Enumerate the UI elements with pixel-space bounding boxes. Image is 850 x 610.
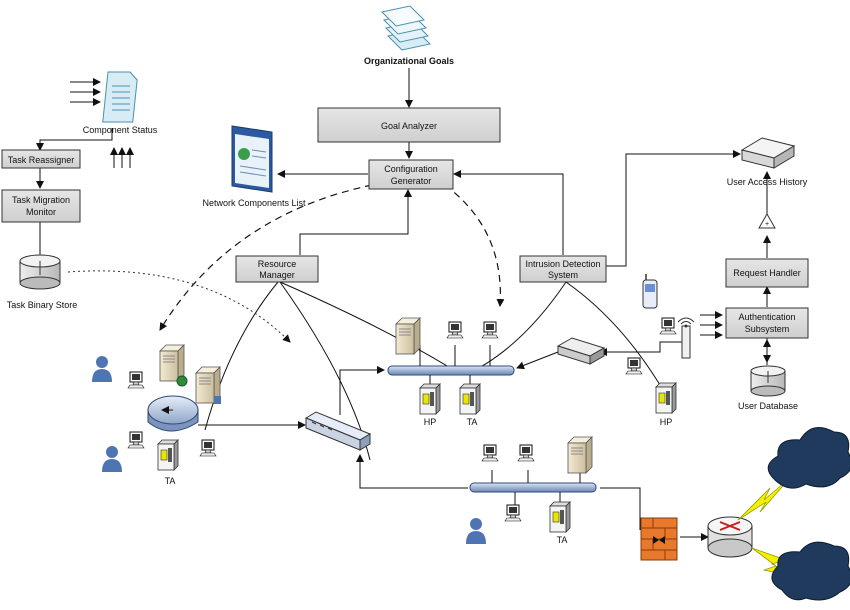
wireless-access-point-icon <box>677 317 695 359</box>
hp-label-right: HP <box>660 417 673 427</box>
hp-tower-center <box>419 383 441 415</box>
firewall-icon <box>640 517 678 561</box>
task-migration-label-2: Monitor <box>26 207 56 217</box>
user-icon-left-2 <box>102 446 122 472</box>
ta-tower-center <box>459 383 481 415</box>
network-components-list-icon <box>231 125 273 193</box>
request-handler-box[interactable]: Request Handler <box>725 258 809 288</box>
organizational-goals-icon <box>380 5 432 51</box>
configuration-generator-box[interactable]: Configuration Generator <box>368 159 454 190</box>
component-status-label: Component Status <box>83 125 158 135</box>
configuration-generator-label-2: Generator <box>391 176 432 186</box>
ta-label-center: TA <box>467 417 478 427</box>
task-reassigner-label: Task Reassigner <box>8 155 75 165</box>
task-migration-label-1: Task Migration <box>12 195 70 205</box>
user-database-icon <box>750 365 786 397</box>
user-access-history-icon <box>740 137 796 169</box>
ta-tower-left <box>157 439 179 471</box>
workstation-right-2 <box>659 317 677 335</box>
connectors <box>36 68 771 541</box>
internet-cloud-icon-lower <box>771 541 850 601</box>
organizational-goals-label: Organizational Goals <box>364 56 454 66</box>
svg-text:+: + <box>765 221 769 228</box>
authentication-subsystem-box[interactable]: Authentication Subsystem <box>725 307 809 339</box>
workstation-right-1 <box>625 357 643 375</box>
central-switch-icon <box>304 411 372 451</box>
ta-label-bottom: TA <box>557 535 568 545</box>
shield-icon <box>176 375 221 404</box>
resource-manager-label-1: Resource <box>258 259 297 269</box>
network-bus-center <box>387 345 515 388</box>
workstation-left-3 <box>199 439 217 457</box>
user-access-history-label: User Access History <box>727 177 808 187</box>
workstation-left-1 <box>127 371 145 389</box>
workstation-center-2 <box>481 321 499 339</box>
hp-label-center: HP <box>424 417 437 427</box>
network-bus-bottom <box>469 470 597 505</box>
component-status-document-icon <box>102 71 138 123</box>
workstation-center-1 <box>446 321 464 339</box>
server-bottom <box>567 436 593 474</box>
authentication-label-2: Subsystem <box>745 324 790 334</box>
user-icon-bottom <box>466 518 486 544</box>
hp-tower-right <box>655 382 677 414</box>
workstation-bottom-3 <box>504 504 522 522</box>
workstation-bottom-1 <box>481 444 499 462</box>
network-components-list-label: Network Components List <box>202 198 306 208</box>
configuration-generator-label-1: Configuration <box>384 164 438 174</box>
ta-tower-bottom <box>549 501 571 533</box>
workstation-bottom-2 <box>517 444 535 462</box>
mobile-phone-icon <box>642 274 658 309</box>
hub-left <box>147 395 199 432</box>
internet-router-icon <box>707 516 753 558</box>
router-icon <box>556 337 606 365</box>
user-icon-left-1 <box>92 356 112 382</box>
intrusion-detection-label-1: Intrusion Detection <box>525 259 600 269</box>
ta-label-left: TA <box>165 476 176 486</box>
task-binary-store-label: Task Binary Store <box>7 300 78 310</box>
server-center <box>395 317 421 355</box>
intrusion-detection-system-box[interactable]: Intrusion Detection System <box>519 255 607 283</box>
internet-cloud-icon-upper <box>767 427 850 489</box>
dashed-connectors <box>159 184 505 331</box>
aggregator-triangle-icon: + <box>758 212 776 229</box>
authentication-label-1: Authentication <box>738 312 795 322</box>
task-migration-monitor-box[interactable]: Task Migration Monitor <box>1 189 81 223</box>
request-handler-label: Request Handler <box>733 268 801 278</box>
workstation-left-2 <box>127 431 145 449</box>
goal-analyzer-label: Goal Analyzer <box>381 121 437 131</box>
server-left-1 <box>159 344 185 382</box>
resource-manager-label-2: Manager <box>259 270 295 280</box>
user-database-label: User Database <box>738 401 798 411</box>
intrusion-detection-label-2: System <box>548 270 578 280</box>
task-binary-store-icon <box>19 254 61 290</box>
goal-analyzer-box[interactable]: Goal Analyzer <box>317 107 501 143</box>
resource-manager-box[interactable]: Resource Manager <box>235 255 319 283</box>
task-reassigner-box[interactable]: Task Reassigner <box>1 149 81 169</box>
